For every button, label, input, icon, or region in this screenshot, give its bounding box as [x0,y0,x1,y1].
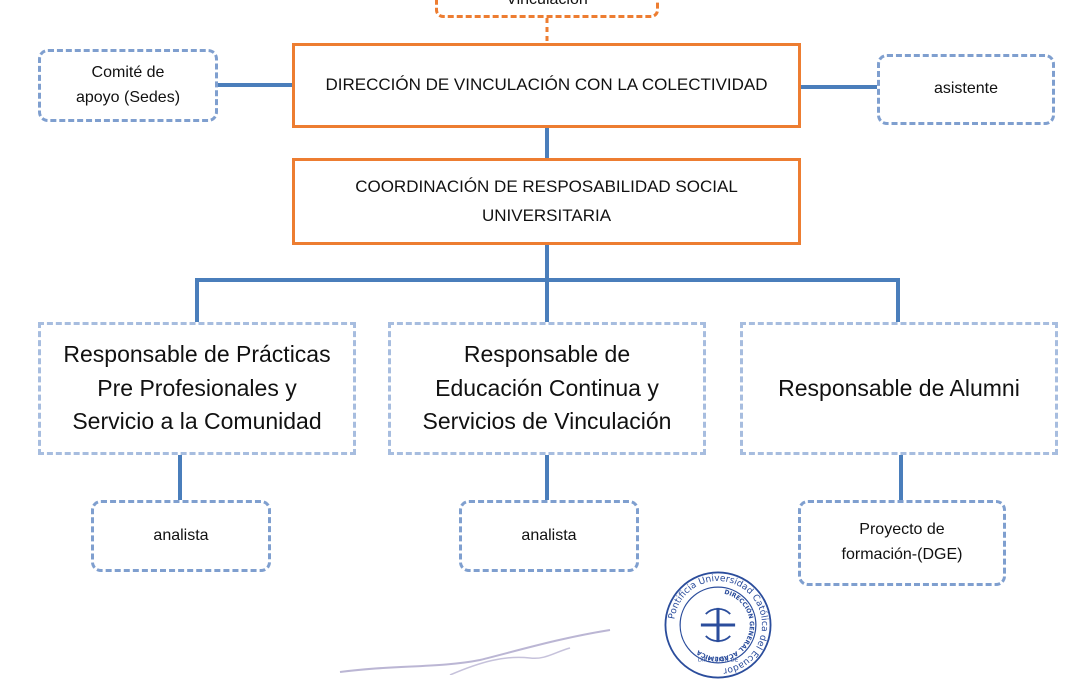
node-responsable-practicas-line-3: Servicio a la Comunidad [72,408,322,435]
node-vinculacion: Vinculación [435,0,659,18]
seal-cross-icon [700,607,736,643]
node-responsable-educacion-line-3: Servicios de Vinculación [422,408,672,435]
node-coordinacion: COORDINACIÓN DE RESPOSABILIDAD SOCIAL UN… [292,158,801,245]
node-analista-2: analista [459,500,639,572]
node-analista-2-label: analista [521,526,577,544]
seal-bottom-text: DIRECCIÓN DE [698,657,739,664]
node-asistente: asistente [877,54,1055,125]
node-analista-1-label: analista [153,526,209,544]
node-responsable-practicas: Responsable de Prácticas Pre Profesional… [38,322,356,455]
node-comite-line-1: Comité de [91,63,165,81]
node-asistente-label: asistente [933,80,999,98]
node-responsable-educacion-line-2: Educación Continua y [435,374,659,401]
node-responsable-alumni-label: Responsable de Alumni [778,374,1020,401]
node-vinculacion-label: Vinculación [506,0,588,9]
node-proyecto-line-1: Proyecto de [859,521,945,539]
node-responsable-educacion-line-1: Responsable de [463,341,631,368]
node-responsable-practicas-line-2: Pre Profesionales y [97,374,297,401]
node-proyecto-line-2: formación-(DGE) [841,546,963,563]
node-direccion: DIRECCIÓN DE VINCULACIÓN CON LA COLECTIV… [292,43,801,128]
node-responsable-alumni: Responsable de Alumni [740,322,1058,455]
university-seal-icon: Pontificia Universidad Católica del Ecua… [664,571,772,679]
node-responsable-educacion: Responsable de Educación Continua y Serv… [388,322,706,455]
node-responsable-practicas-line-1: Responsable de Prácticas [63,341,331,368]
node-coordinacion-line-1: COORDINACIÓN DE RESPOSABILIDAD SOCIAL [355,176,738,196]
node-comite: Comité de apoyo (Sedes) [38,49,218,122]
node-analista-1: analista [91,500,271,572]
node-comite-line-2: apoyo (Sedes) [75,88,181,106]
signature-scribble [339,629,611,675]
node-direccion-label: DIRECCIÓN DE VINCULACIÓN CON LA COLECTIV… [325,75,768,95]
node-coordinacion-line-2: UNIVERSITARIA [481,205,612,225]
node-proyecto: Proyecto de formación-(DGE) [798,500,1006,586]
